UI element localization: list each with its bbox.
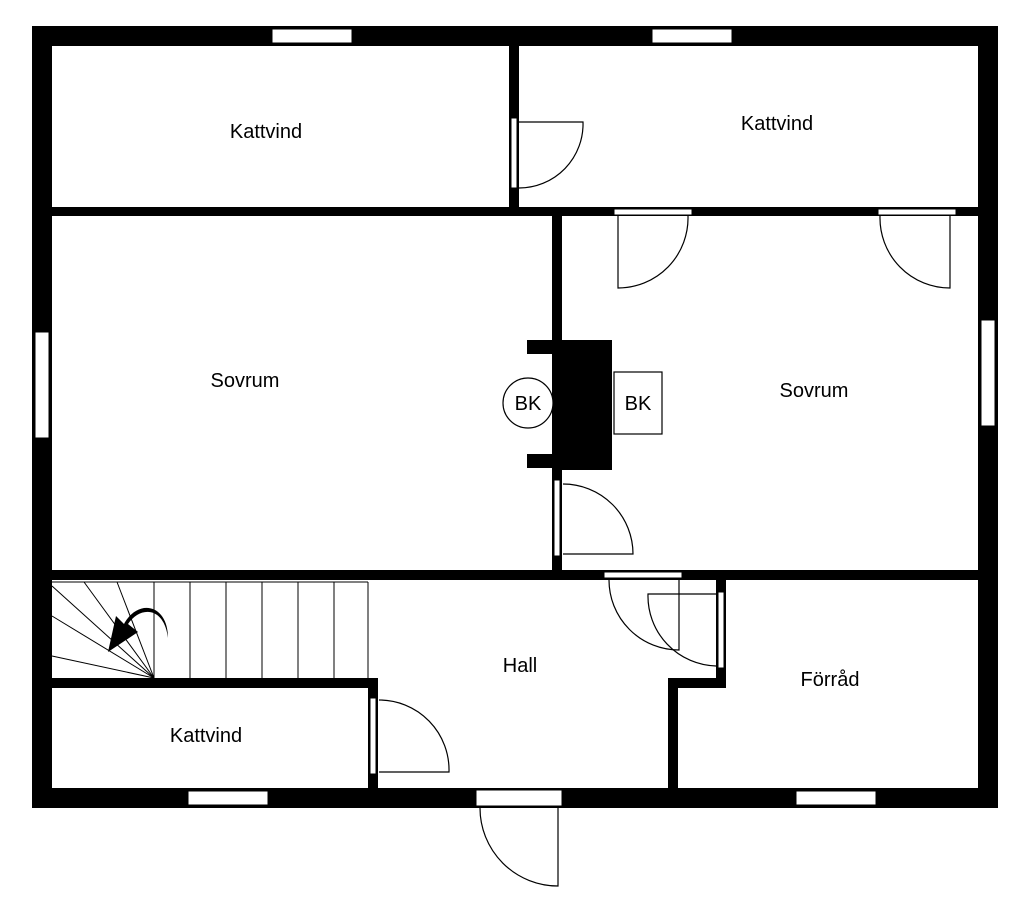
room-label-attic-top-right: Kattvind [741,113,813,135]
window [651,28,733,44]
chimney-label-square: BK [613,371,663,435]
door-swing [562,483,634,555]
door-swing [617,215,689,289]
svg-text:BK: BK [625,393,652,415]
room-label-bedroom-left: Sovrum [211,370,280,392]
window [795,790,877,806]
chimney [527,340,612,470]
door-swing [518,121,584,189]
room-label-hall: Hall [503,655,537,677]
room-label-attic-top-left: Kattvind [230,121,302,143]
door-swing [479,807,559,887]
door-swing [608,579,680,651]
windows [34,28,996,806]
door-swings [378,121,951,887]
window [271,28,353,44]
door-swing [879,215,951,289]
door-openings [369,117,957,807]
room-label-attic-bottom-left: Kattvind [170,725,242,747]
svg-text:BK: BK [515,393,542,415]
staircase [51,581,369,679]
window [187,790,269,806]
chimney-label-round: BK [502,377,554,429]
stair-direction-arrow [108,607,168,652]
window [980,319,996,427]
window [34,331,50,439]
room-label-bedroom-right: Sovrum [780,380,849,402]
room-label-storage: Förråd [801,669,860,691]
door-swing [647,593,717,667]
door-swing [378,699,450,773]
